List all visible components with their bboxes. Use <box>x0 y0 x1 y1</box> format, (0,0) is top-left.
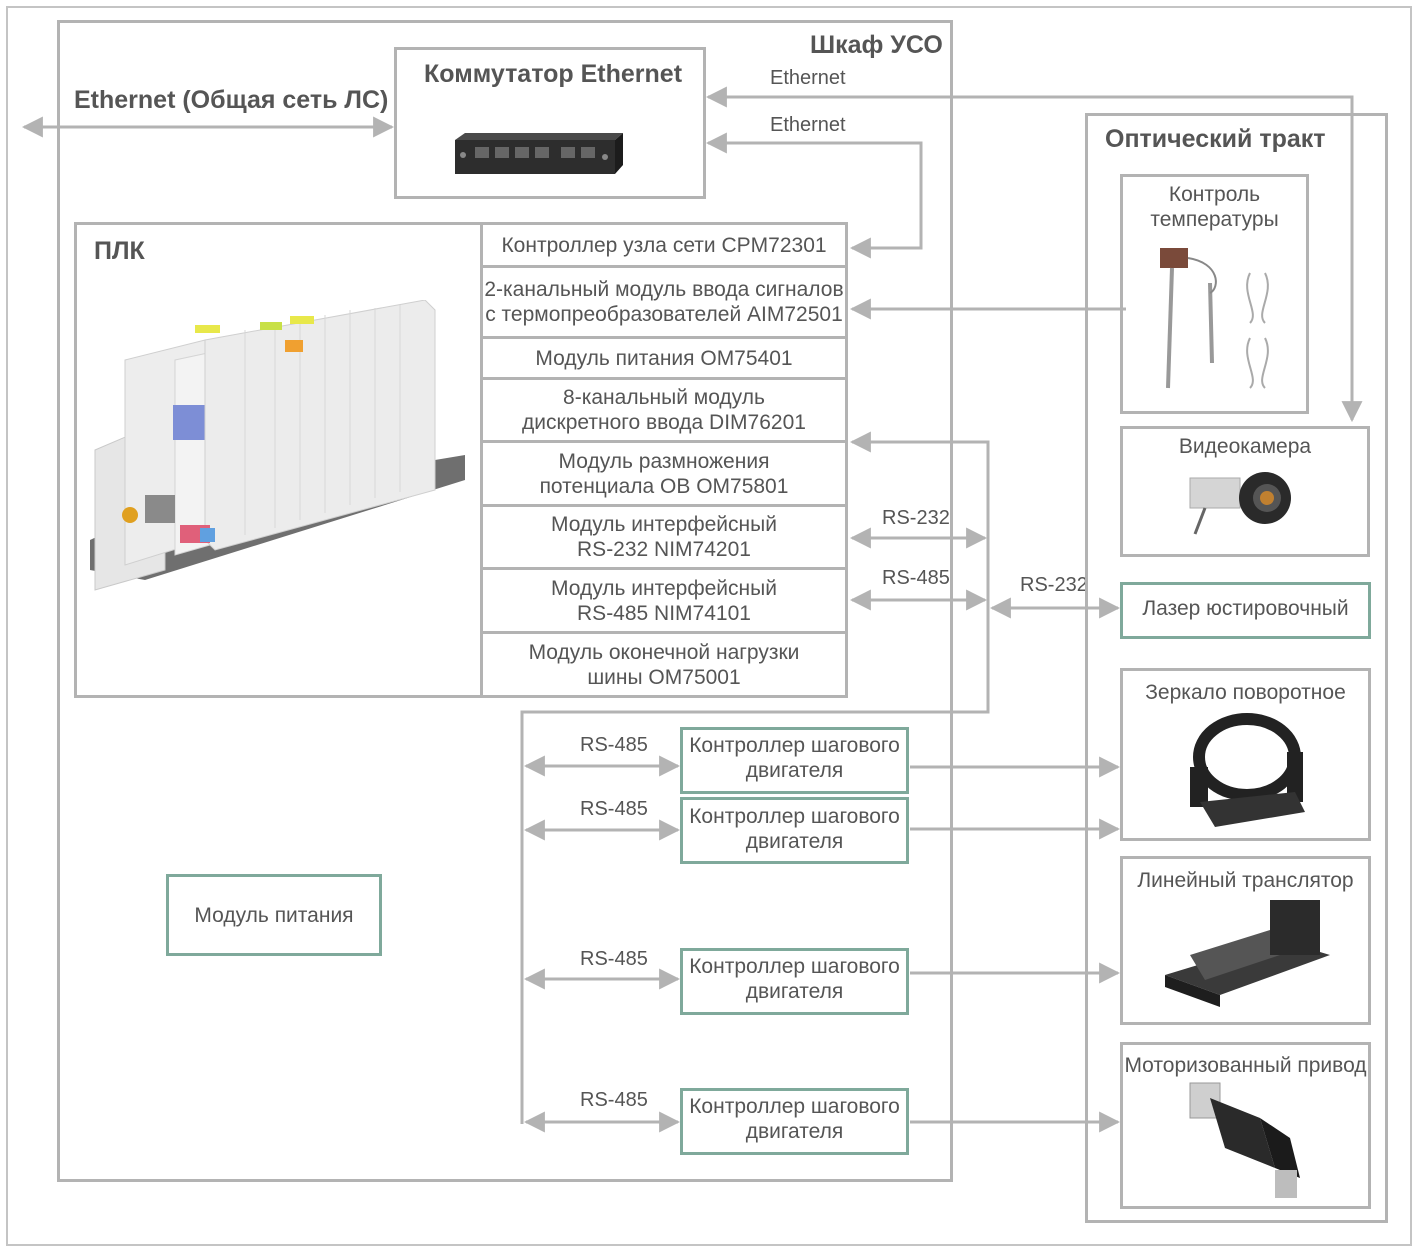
plc-module-cpm72301: Контроллер узла сети CPM72301 <box>480 222 848 268</box>
stepper-controller-1-label: Контроллер шагового двигателя <box>689 734 900 782</box>
outer-frame <box>6 6 1412 1246</box>
link-label-rs232-laser: RS-232 <box>1020 574 1088 596</box>
control-bus-line <box>520 440 990 1124</box>
plc-module-nim74101: Модуль интерфейсный RS-485 NIM74101 <box>480 567 848 634</box>
stepper-controller-1 <box>680 727 909 794</box>
alignment-laser-label: Лазер юстировочный <box>1142 597 1349 620</box>
motorized-drive-photo <box>1189 1082 1300 1198</box>
camera-label: Видеокамера <box>1178 435 1312 458</box>
rotary-mirror-label: Зеркало поворотное <box>1145 681 1346 704</box>
switch-title: Коммутатор Ethernet <box>424 60 683 88</box>
temperature-sensors-photo <box>1160 248 1269 389</box>
linear-translator-photo <box>1165 900 1330 1007</box>
camera-photo <box>1189 472 1291 535</box>
stepper-controller-4 <box>680 1088 909 1155</box>
linear-translator-label: Линейный транслятор <box>1137 869 1354 892</box>
external-network-label: Ethernet (Общая сеть ЛС) <box>74 86 389 114</box>
motorized-drive-label: Моторизованный привод <box>1124 1054 1367 1077</box>
plc-module-om75001: Модуль оконечной нагрузки шины OM75001 <box>480 631 848 698</box>
stepper-controller-2-label: Контроллер шагового двигателя <box>689 805 900 853</box>
link-label-rs485-m1: RS-485 <box>580 734 648 756</box>
link-label-rs485-m4: RS-485 <box>580 1089 648 1111</box>
optical-path-title: Оптический тракт <box>1105 125 1326 153</box>
cpm-ethernet-line <box>705 132 923 259</box>
stepper-controller-3-label: Контроллер шагового двигателя <box>689 955 900 1003</box>
plc-module-om75801: Модуль размножения потенциала ОВ OM75801 <box>480 440 848 507</box>
link-label-rs485-m2: RS-485 <box>580 798 648 820</box>
plc-photo <box>90 300 465 591</box>
link-label-rs485-m3: RS-485 <box>580 948 648 970</box>
plc-module-aim72501: 2-канальный модуль ввода сигналов с терм… <box>480 265 848 339</box>
cabinet-title: Шкаф УСО <box>810 31 943 59</box>
motorized-drive-box <box>1120 1042 1371 1209</box>
power-module-label: Модуль питания <box>194 904 354 927</box>
camera-ethernet-line <box>705 86 1363 423</box>
plc-module-dim76201: 8-канальный модуль дискретного ввода DIM… <box>480 377 848 443</box>
ethernet-switch-box <box>394 47 706 199</box>
plc-module-om75401: Модуль питания OM75401 <box>480 336 848 380</box>
link-label-rs485-plc: RS-485 <box>882 567 950 589</box>
stepper-controller-3 <box>680 948 909 1015</box>
temperature-control-label: Контроль температуры <box>1150 183 1279 231</box>
plc-module-nim74201: Модуль интерфейсный RS-232 NIM74201 <box>480 504 848 570</box>
link-label-eth1: Ethernet <box>770 67 846 89</box>
rotary-mirror-photo <box>1190 713 1305 827</box>
rotary-mirror-box <box>1120 668 1371 841</box>
optical-path-box <box>1085 113 1388 1223</box>
temperature-control-box <box>1120 174 1309 414</box>
plc-title: ПЛК <box>94 237 145 265</box>
link-label-rs232-plc: RS-232 <box>882 507 950 529</box>
power-module-box <box>166 874 382 956</box>
cabinet-box <box>57 20 953 1182</box>
camera-box <box>1120 426 1370 557</box>
alignment-laser-box <box>1120 582 1371 639</box>
switch-photo <box>455 133 623 174</box>
stepper-controller-2 <box>680 797 909 864</box>
link-label-eth2: Ethernet <box>770 114 846 136</box>
stepper-controller-4-label: Контроллер шагового двигателя <box>689 1095 900 1143</box>
linear-translator-box <box>1120 856 1371 1025</box>
